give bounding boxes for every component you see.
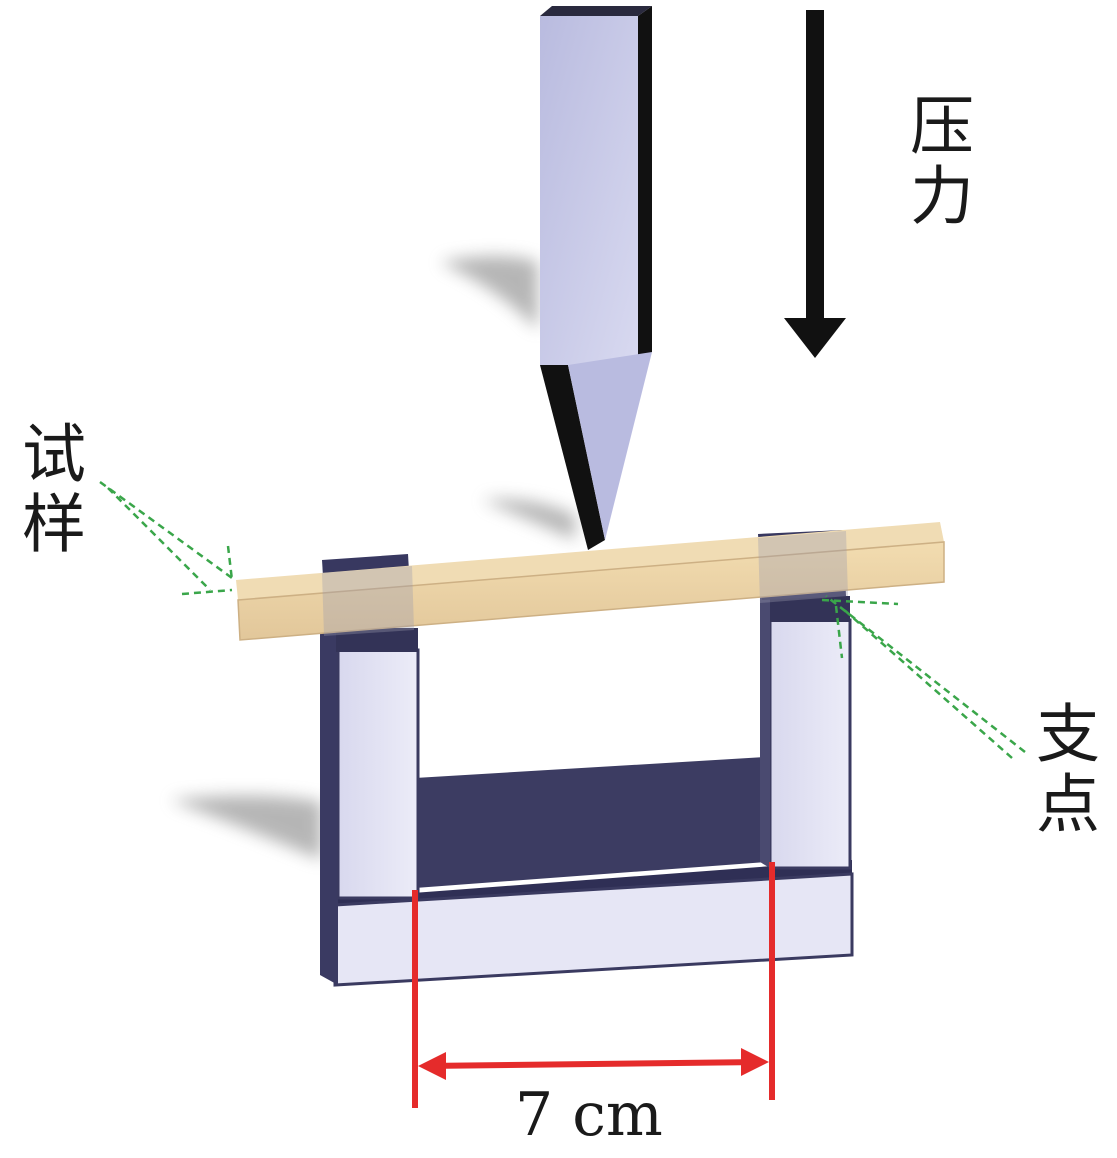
right-pillar-front: [768, 618, 852, 870]
blade-shadow-upper: [440, 256, 538, 330]
blade-tip-dark: [540, 365, 605, 550]
specimen-over-right-support: [758, 531, 848, 603]
span-label: 7 cm: [515, 1080, 663, 1150]
blade-side-face: [638, 6, 652, 365]
fixture-recess-floor: [415, 757, 766, 888]
blade-front-face: [540, 16, 638, 365]
left-pillar-side: [320, 630, 338, 905]
specimen-over-left-support: [322, 566, 414, 636]
pressure-label: 压力: [899, 92, 973, 232]
dimension-line: [424, 1059, 763, 1069]
specimen-bar: [236, 522, 945, 641]
blade-shadow-lower: [482, 499, 575, 540]
shadows: [170, 256, 575, 860]
specimen-front-face: [237, 541, 945, 641]
loading-blade: [540, 6, 652, 550]
left-pillar-cap: [336, 628, 418, 652]
blade-top-face: [540, 6, 652, 16]
fulcrum-label: 支点: [1025, 700, 1099, 840]
blade-tip-face: [568, 352, 652, 540]
right-pillar-inner-edge: [760, 596, 770, 868]
down-arrow-icon: [784, 10, 846, 358]
specimen-label: 试样: [11, 420, 85, 560]
fixture-shadow: [170, 795, 322, 860]
specimen-top-face: [236, 522, 944, 600]
fulcrum-leader: [821, 595, 1026, 759]
dimension-arrow-left: [418, 1052, 446, 1080]
span-dimension: [412, 862, 775, 1108]
dimension-arrow-right: [741, 1048, 769, 1076]
left-pillar-front: [336, 648, 420, 900]
specimen-leader: [99, 480, 234, 596]
